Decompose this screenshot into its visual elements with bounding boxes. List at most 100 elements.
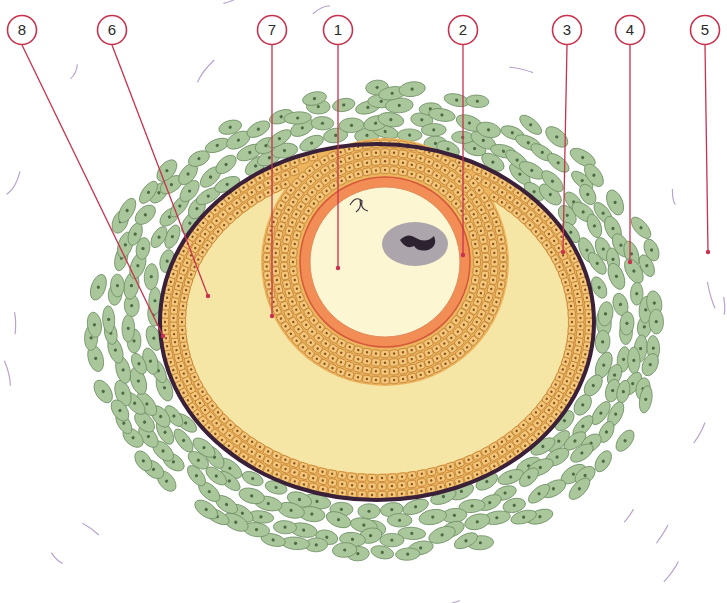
granulosa-cell bbox=[358, 491, 367, 499]
theca-cell bbox=[284, 111, 312, 125]
theca-cell bbox=[463, 511, 492, 532]
granulosa-cell bbox=[353, 355, 363, 364]
granulosa-cell bbox=[362, 167, 372, 176]
granulosa-cell bbox=[371, 350, 380, 358]
granulosa-cell bbox=[490, 248, 498, 257]
theca-cell bbox=[237, 485, 266, 506]
granulosa-cell bbox=[407, 355, 417, 364]
granulosa-cell bbox=[490, 267, 498, 276]
granulosa-cell bbox=[381, 359, 389, 366]
granulosa-cell bbox=[495, 288, 504, 298]
granulosa-cell bbox=[381, 149, 389, 156]
granulosa-cell bbox=[489, 275, 497, 284]
granulosa-cell bbox=[289, 248, 297, 257]
granulosa-cell bbox=[491, 258, 498, 266]
theca-cell bbox=[131, 448, 155, 474]
granulosa-cell bbox=[407, 345, 417, 354]
granulosa-cell bbox=[471, 239, 480, 249]
granulosa-cell bbox=[371, 376, 380, 384]
fibre bbox=[656, 525, 668, 543]
leader-line bbox=[337, 45, 338, 268]
fibre bbox=[434, 601, 460, 603]
granulosa-cell bbox=[371, 149, 380, 157]
callout-circle bbox=[8, 16, 37, 45]
granulosa-cell bbox=[479, 235, 488, 245]
granulosa-cell bbox=[368, 491, 377, 498]
granulosa-cell bbox=[484, 221, 494, 231]
granulosa-cell bbox=[381, 350, 389, 357]
leaders bbox=[8, 16, 720, 339]
theca-cell bbox=[377, 111, 405, 129]
leader-dot bbox=[706, 250, 710, 254]
granulosa-cell bbox=[178, 318, 185, 326]
granulosa-cell bbox=[567, 301, 575, 310]
granulosa-cell bbox=[454, 468, 464, 478]
fibre bbox=[70, 64, 77, 79]
callout-number: 5 bbox=[690, 15, 720, 45]
callout-number: 3 bbox=[552, 15, 582, 45]
theca-cell bbox=[612, 427, 637, 455]
granulosa-cell bbox=[568, 318, 575, 326]
fibre bbox=[198, 60, 215, 82]
granulosa-cell bbox=[389, 166, 398, 174]
theca-cell bbox=[244, 117, 272, 140]
granulosa-cell bbox=[576, 330, 584, 339]
leader-dot bbox=[206, 294, 210, 298]
granulosa-cell bbox=[179, 333, 187, 342]
granulosa-cell bbox=[290, 275, 299, 285]
granulosa-cell bbox=[426, 476, 436, 485]
granulosa-cell bbox=[362, 150, 371, 158]
theca-cell bbox=[273, 520, 297, 534]
granulosa-cell bbox=[397, 481, 406, 489]
granulosa-cell bbox=[473, 266, 481, 275]
granulosa-cell bbox=[482, 253, 490, 262]
theca-cell bbox=[136, 178, 161, 206]
granulosa-cell bbox=[362, 348, 372, 357]
granulosa-cell bbox=[344, 163, 354, 173]
granulosa-cell bbox=[273, 275, 281, 284]
theca-cell bbox=[636, 252, 658, 279]
theca-cell bbox=[324, 508, 353, 531]
granulosa-cell bbox=[398, 357, 408, 366]
granulosa-cell bbox=[338, 480, 347, 488]
callout-circle bbox=[324, 16, 353, 45]
leader-line bbox=[705, 45, 708, 252]
granulosa-cell bbox=[318, 467, 328, 476]
granulosa-cell bbox=[407, 480, 416, 488]
granulosa-cell bbox=[272, 267, 280, 276]
callout-number: 6 bbox=[97, 15, 127, 45]
zona-pellucida bbox=[300, 177, 470, 347]
theca-cell bbox=[265, 126, 294, 151]
granulosa-cell bbox=[585, 318, 592, 326]
granulosa-cell bbox=[289, 167, 299, 177]
theca-cell bbox=[331, 97, 356, 114]
granulosa-cell bbox=[390, 158, 399, 166]
fibre bbox=[51, 553, 62, 564]
theca-cell bbox=[542, 123, 572, 151]
granulosa-cell bbox=[353, 364, 363, 373]
callout-number: 4 bbox=[615, 15, 645, 45]
theca-cell bbox=[465, 94, 489, 108]
granulosa-cell bbox=[388, 474, 397, 482]
granulosa-cell bbox=[575, 297, 583, 306]
theca-cell bbox=[332, 542, 357, 558]
granulosa-cell bbox=[417, 470, 427, 479]
granulosa-layer bbox=[160, 144, 594, 500]
theca-cell bbox=[475, 120, 502, 140]
leader-line bbox=[462, 45, 463, 255]
granulosa-cell bbox=[337, 471, 346, 479]
granulosa-cell bbox=[381, 158, 389, 165]
granulosa-cell bbox=[263, 253, 271, 262]
granulosa-cell bbox=[407, 160, 417, 169]
granulosa-cell bbox=[289, 458, 299, 468]
granulosa-cell bbox=[282, 280, 291, 290]
granulosa-cell bbox=[170, 305, 178, 314]
theca-cell bbox=[153, 156, 181, 185]
granulosa-cell bbox=[417, 478, 427, 487]
granulosa-cell bbox=[273, 239, 281, 248]
fibre bbox=[4, 361, 10, 386]
granulosa-cell bbox=[299, 471, 309, 480]
granulosa-cell bbox=[473, 248, 481, 257]
theca-cell bbox=[184, 462, 209, 489]
